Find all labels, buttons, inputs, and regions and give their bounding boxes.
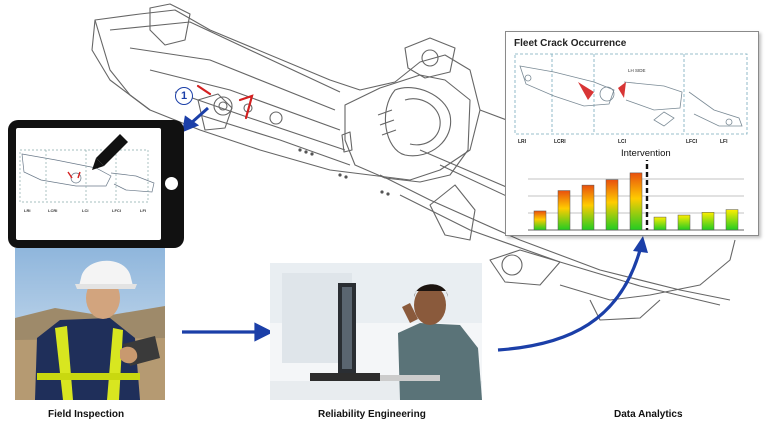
panel-frame-figure xyxy=(514,53,748,135)
chart-bar xyxy=(533,210,547,231)
tablet-label: LCRI xyxy=(48,208,58,213)
figure-label: LCI xyxy=(618,139,627,145)
step-marker: 1 xyxy=(175,87,193,105)
figure-label: LFI xyxy=(720,139,728,145)
chart-bar xyxy=(629,172,643,231)
tablet-device: LRI LCRI LCI LFCI LFI xyxy=(8,120,184,248)
caption-reliability-engineering: Reliability Engineering xyxy=(318,409,426,420)
caption-field-inspection: Field Inspection xyxy=(48,409,125,420)
side-label: LH SIDE xyxy=(628,68,646,73)
tablet-screen: LRI LCRI LCI LFCI LFI xyxy=(16,128,161,240)
chart-bar xyxy=(701,212,715,231)
chart-bar xyxy=(725,209,739,231)
tablet-label: LFI xyxy=(140,208,146,213)
tablet-label: LFCI xyxy=(112,208,121,213)
figure-label: LFCI xyxy=(686,139,698,145)
field-inspector-photo xyxy=(15,248,165,400)
tablet-label: LCI xyxy=(82,208,89,213)
fleet-crack-panel: Fleet Crack Occurrence LH SIDE LRI LCRI … xyxy=(505,31,759,236)
chart-bar xyxy=(653,216,667,231)
chart-bar xyxy=(557,190,571,231)
chart-bar xyxy=(581,184,595,231)
figure-label: LCRI xyxy=(554,139,566,145)
chart-bar xyxy=(677,214,691,231)
chart-bar xyxy=(605,179,619,231)
crack-occurrence-chart xyxy=(528,160,744,231)
panel-title: Fleet Crack Occurrence xyxy=(514,38,627,49)
tablet-label: LRI xyxy=(24,208,31,213)
caption-data-analytics: Data Analytics xyxy=(614,409,683,420)
engineer-desk-photo xyxy=(270,263,482,400)
figure-label: LRI xyxy=(518,139,527,145)
intervention-label: Intervention xyxy=(621,148,671,159)
tablet-home-button xyxy=(165,177,178,190)
tablet-frame-sketch xyxy=(19,134,155,203)
